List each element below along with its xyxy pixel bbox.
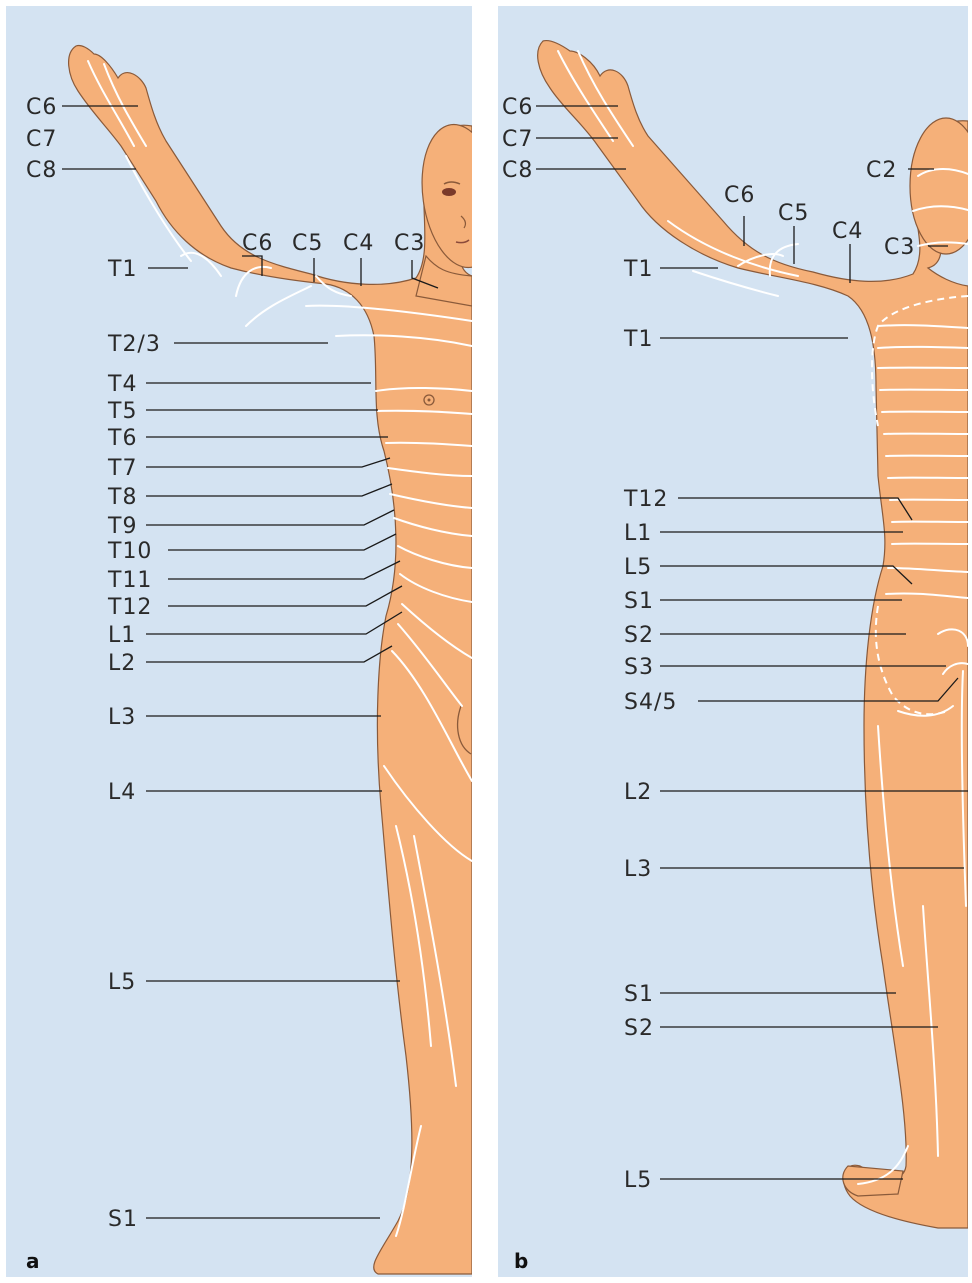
label-C3: C3 <box>394 231 425 256</box>
label-T10: T10 <box>107 539 152 564</box>
label-L3: L3 <box>624 857 652 882</box>
label-S2-buttock: S2 <box>624 623 654 648</box>
label-S2-leg: S2 <box>624 1016 654 1041</box>
label-C4: C4 <box>832 219 863 244</box>
label-C6-shoulder: C6 <box>242 231 273 256</box>
panel-label-a: a <box>26 1249 40 1273</box>
panel-a-anterior: C6 C7 C8 T1 C6 C5 C4 C3 T2/3 T4 T5 T6 T7… <box>6 6 472 1277</box>
label-L1: L1 <box>108 623 136 648</box>
label-C5: C5 <box>292 231 323 256</box>
label-T4: T4 <box>107 372 137 397</box>
panel-label-b: b <box>514 1249 528 1273</box>
label-T11: T11 <box>107 568 152 593</box>
label-C8: C8 <box>26 158 57 183</box>
label-C7: C7 <box>502 127 533 152</box>
label-L3: L3 <box>108 705 136 730</box>
label-C4: C4 <box>343 231 374 256</box>
label-C6-shoulder: C6 <box>724 183 755 208</box>
label-C2: C2 <box>866 158 897 183</box>
label-T1-axilla: T1 <box>623 327 653 352</box>
label-S3: S3 <box>624 655 654 680</box>
label-C3: C3 <box>884 235 915 260</box>
label-C6-hand: C6 <box>502 95 533 120</box>
label-L5-foot: L5 <box>624 1168 652 1193</box>
label-S1-buttock: S1 <box>624 589 654 614</box>
label-C8: C8 <box>502 158 533 183</box>
label-T1: T1 <box>107 257 137 282</box>
posterior-body-figure: C6 C7 C8 C2 C6 C5 C4 C3 T1 T1 T12 L1 L5 … <box>498 6 968 1277</box>
anterior-body-figure: C6 C7 C8 T1 C6 C5 C4 C3 T2/3 T4 T5 T6 T7… <box>6 6 472 1277</box>
label-T12: T12 <box>107 595 152 620</box>
label-T1-arm: T1 <box>623 257 653 282</box>
label-C5: C5 <box>778 201 809 226</box>
label-T9: T9 <box>107 514 137 539</box>
label-T5: T5 <box>107 399 137 424</box>
label-T7: T7 <box>107 456 137 481</box>
panel-b-posterior: C6 C7 C8 C2 C6 C5 C4 C3 T1 T1 T12 L1 L5 … <box>498 6 968 1277</box>
labels-front: C6 C7 C8 T1 C6 C5 C4 C3 T2/3 T4 T5 T6 T7… <box>26 95 438 1273</box>
label-T8: T8 <box>107 485 137 510</box>
label-L1: L1 <box>624 521 652 546</box>
label-T2-3: T2/3 <box>107 332 161 357</box>
label-L5: L5 <box>108 970 136 995</box>
label-S1-leg: S1 <box>624 982 654 1007</box>
label-T6: T6 <box>107 426 137 451</box>
label-L2: L2 <box>108 651 136 676</box>
label-S1: S1 <box>108 1207 138 1232</box>
label-L2: L2 <box>624 780 652 805</box>
label-S4-5: S4/5 <box>624 690 677 715</box>
label-C6-hand: C6 <box>26 95 57 120</box>
label-T12: T12 <box>623 487 668 512</box>
label-C7: C7 <box>26 127 57 152</box>
label-L4: L4 <box>108 780 136 805</box>
label-L5-back: L5 <box>624 555 652 580</box>
